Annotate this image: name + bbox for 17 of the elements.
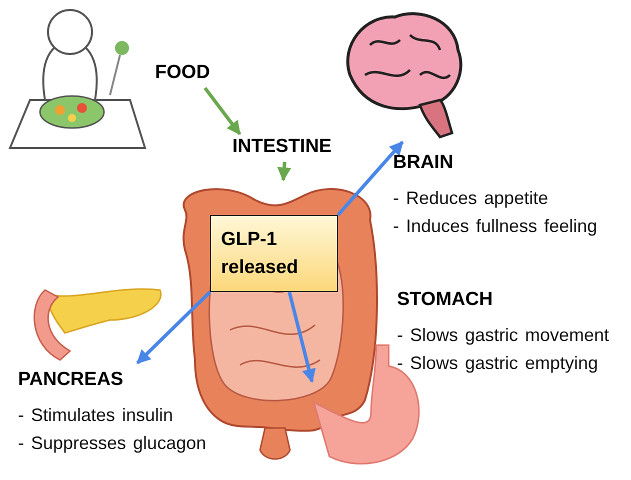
step-label: FOOD [154,61,211,85]
effect-item: - Reduces appetite [393,187,550,210]
effect-item: - Slows gastric emptying [397,352,600,375]
arrow [288,292,316,383]
effect-item: - Slows gastric movement [397,324,610,347]
organ-heading: BRAIN [393,152,454,174]
box-label: GLP-1 released [221,228,300,280]
organ-heading: STOMACH [397,289,494,311]
arrow [277,162,292,182]
organ-heading: PANCREAS [18,369,124,391]
arrow [204,86,242,136]
arrow [336,140,404,216]
effect-item: - Suppresses glucagon [18,432,208,455]
effect-item: - Stimulates insulin [18,404,174,427]
step-label: INTESTINE [231,135,333,159]
arrow [136,290,212,364]
effect-item: - Induces fullness feeling [393,215,598,238]
